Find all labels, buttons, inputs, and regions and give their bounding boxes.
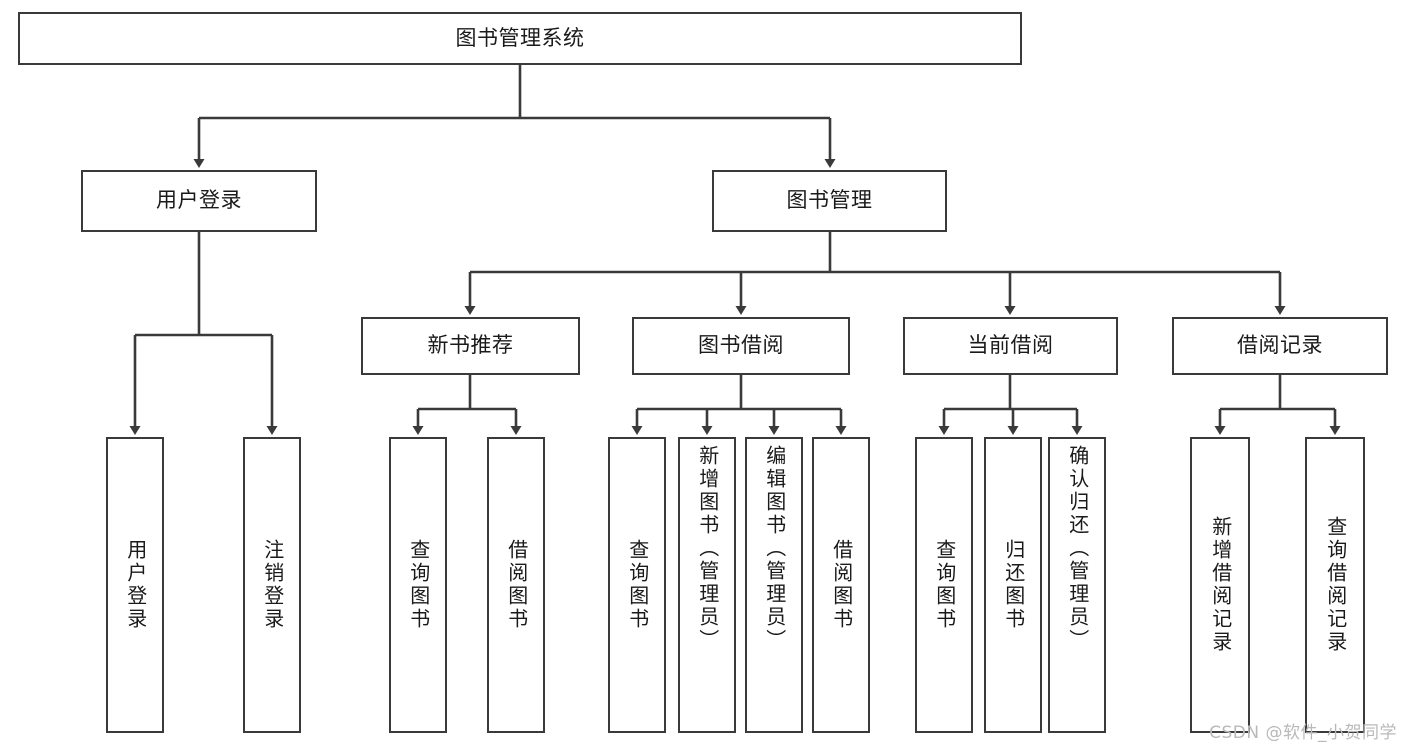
- node-borrow-record-label: 借阅记录: [1237, 333, 1323, 358]
- node-leaf-add-borrow-record[interactable]: 新增借阅记录: [1190, 437, 1250, 733]
- node-new-book-recommend-label: 新书推荐: [427, 333, 514, 358]
- node-leaf-borrow-book-recommend[interactable]: 借阅图书: [487, 437, 545, 733]
- node-borrow-record[interactable]: 借阅记录: [1172, 317, 1388, 375]
- csdn-watermark: CSDN @软件_小贺同学: [1209, 723, 1397, 743]
- node-root-system[interactable]: 图书管理系统: [18, 12, 1022, 65]
- node-leaf-edit-book-admin-label: 编辑图书（管理员）: [762, 445, 787, 652]
- node-user-login[interactable]: 用户登录: [81, 170, 317, 232]
- node-leaf-query-book-current-label: 查询图书: [932, 539, 957, 631]
- node-leaf-user-login-label: 用户登录: [123, 539, 148, 631]
- node-leaf-borrow-book[interactable]: 借阅图书: [812, 437, 870, 733]
- node-leaf-query-book-current[interactable]: 查询图书: [915, 437, 973, 733]
- node-leaf-query-book-borrow[interactable]: 查询图书: [608, 437, 666, 733]
- node-leaf-confirm-return-admin[interactable]: 确认归还（管理员）: [1048, 437, 1106, 733]
- node-leaf-borrow-book-label: 借阅图书: [829, 539, 854, 631]
- node-leaf-user-login[interactable]: 用户登录: [106, 437, 164, 733]
- node-leaf-return-book-label: 归还图书: [1001, 539, 1026, 631]
- node-current-borrow-label: 当前借阅: [967, 333, 1054, 358]
- node-user-login-label: 用户登录: [156, 188, 242, 213]
- node-leaf-query-borrow-record[interactable]: 查询借阅记录: [1305, 437, 1365, 733]
- node-leaf-return-book[interactable]: 归还图书: [984, 437, 1042, 733]
- node-leaf-query-book-recommend[interactable]: 查询图书: [389, 437, 447, 733]
- node-book-borrow-label: 图书借阅: [698, 333, 784, 358]
- node-book-manage[interactable]: 图书管理: [712, 170, 947, 232]
- node-leaf-add-book-admin-label: 新增图书（管理员）: [695, 445, 720, 652]
- node-leaf-confirm-return-admin-label: 确认归还（管理员）: [1065, 445, 1090, 652]
- node-leaf-query-book-borrow-label: 查询图书: [625, 539, 650, 631]
- node-book-borrow[interactable]: 图书借阅: [632, 317, 850, 375]
- node-leaf-query-borrow-record-label: 查询借阅记录: [1323, 516, 1348, 654]
- node-leaf-query-book-recommend-label: 查询图书: [406, 539, 431, 631]
- node-leaf-edit-book-admin[interactable]: 编辑图书（管理员）: [745, 437, 803, 733]
- node-leaf-borrow-book-recommend-label: 借阅图书: [504, 539, 529, 631]
- node-leaf-add-book-admin[interactable]: 新增图书（管理员）: [678, 437, 736, 733]
- node-leaf-logout[interactable]: 注销登录: [243, 437, 301, 733]
- node-root-label: 图书管理系统: [455, 25, 585, 50]
- node-leaf-logout-label: 注销登录: [260, 539, 285, 631]
- node-new-book-recommend[interactable]: 新书推荐: [361, 317, 580, 375]
- node-current-borrow[interactable]: 当前借阅: [903, 317, 1118, 375]
- node-book-manage-label: 图书管理: [786, 188, 873, 213]
- node-leaf-add-borrow-record-label: 新增借阅记录: [1208, 516, 1233, 654]
